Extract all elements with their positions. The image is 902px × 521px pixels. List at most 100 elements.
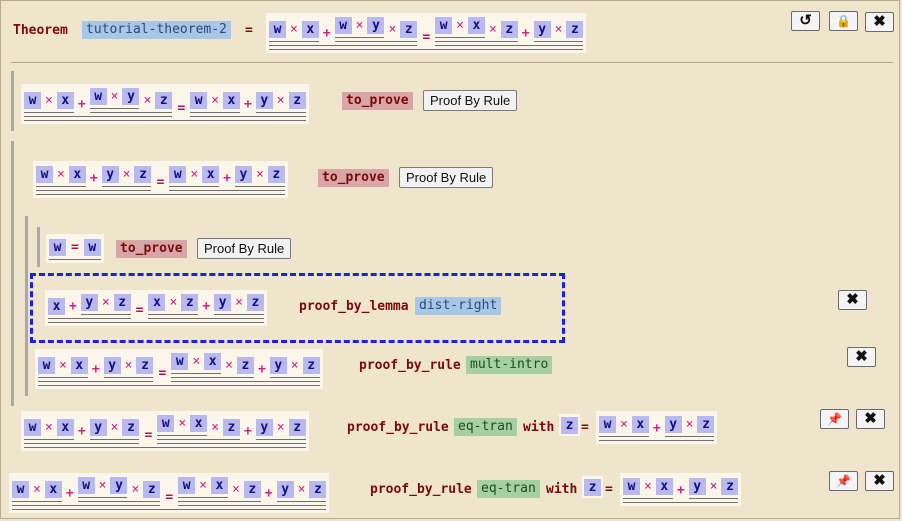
var[interactable]: w bbox=[83, 239, 101, 256]
var[interactable]: x bbox=[190, 415, 208, 432]
pin-icon[interactable]: 📌 bbox=[829, 471, 858, 491]
var[interactable]: x bbox=[148, 294, 166, 311]
var[interactable]: x bbox=[202, 166, 220, 183]
var[interactable]: w bbox=[599, 416, 616, 433]
lemma-name[interactable]: dist-right bbox=[415, 297, 502, 315]
close-icon[interactable]: ✖ bbox=[856, 409, 885, 429]
close-icon[interactable]: ✖ bbox=[847, 347, 876, 367]
var[interactable]: w bbox=[24, 92, 41, 109]
with-var-expression[interactable]: z bbox=[559, 414, 580, 436]
var[interactable]: y bbox=[122, 88, 140, 105]
var[interactable]: y bbox=[80, 294, 98, 311]
var[interactable]: z bbox=[155, 92, 173, 109]
var[interactable]: y bbox=[664, 416, 682, 433]
var[interactable]: w bbox=[12, 481, 29, 498]
var[interactable]: w bbox=[157, 415, 175, 432]
var[interactable]: w bbox=[24, 419, 41, 436]
var[interactable]: x bbox=[48, 298, 65, 315]
proof-by-rule-button[interactable]: Proof By Rule bbox=[423, 90, 518, 111]
var[interactable]: y bbox=[367, 17, 385, 34]
var[interactable]: y bbox=[110, 477, 128, 494]
pin-icon[interactable]: 📌 bbox=[820, 409, 849, 429]
var[interactable]: z bbox=[288, 92, 306, 109]
var[interactable]: x bbox=[70, 357, 88, 374]
var[interactable]: w bbox=[269, 21, 286, 38]
var[interactable]: z bbox=[566, 21, 584, 38]
var[interactable]: x bbox=[655, 478, 673, 495]
var[interactable]: y bbox=[89, 419, 107, 436]
var[interactable]: w bbox=[623, 478, 640, 495]
var[interactable]: z bbox=[561, 417, 578, 434]
proof-by-rule-button[interactable]: Proof By Rule bbox=[399, 167, 494, 188]
var[interactable]: y bbox=[255, 419, 273, 436]
var[interactable]: w bbox=[169, 166, 187, 183]
proof-by-rule-button[interactable]: Proof By Rule bbox=[197, 238, 292, 259]
var[interactable]: x bbox=[68, 166, 86, 183]
var[interactable]: w bbox=[178, 477, 196, 494]
with-var-expression[interactable]: z bbox=[582, 476, 603, 498]
var[interactable]: z bbox=[288, 419, 306, 436]
var[interactable]: y bbox=[276, 481, 294, 498]
var[interactable]: w bbox=[334, 17, 352, 34]
var[interactable]: z bbox=[584, 479, 601, 496]
var[interactable]: z bbox=[134, 166, 152, 183]
close-icon[interactable]: ✖ bbox=[865, 12, 894, 32]
goal-expression-2[interactable]: w×x + y×z = w×x + y×z bbox=[33, 161, 288, 198]
var[interactable]: z bbox=[400, 21, 418, 38]
var[interactable]: y bbox=[688, 478, 706, 495]
var[interactable]: x bbox=[301, 21, 319, 38]
var[interactable]: z bbox=[181, 294, 199, 311]
var[interactable]: x bbox=[210, 477, 228, 494]
rule-name[interactable]: mult-intro bbox=[466, 356, 553, 374]
var[interactable]: z bbox=[500, 21, 518, 38]
var[interactable]: y bbox=[533, 21, 551, 38]
var[interactable]: x bbox=[44, 481, 62, 498]
var[interactable]: y bbox=[234, 166, 252, 183]
var[interactable]: z bbox=[309, 481, 327, 498]
var[interactable]: w bbox=[190, 92, 208, 109]
var[interactable]: z bbox=[246, 294, 264, 311]
with-value-expression[interactable]: w×x + y×z bbox=[620, 473, 742, 506]
var[interactable]: z bbox=[136, 357, 154, 374]
lock-icon[interactable]: 🔒 bbox=[829, 11, 858, 31]
var[interactable]: x bbox=[204, 353, 222, 370]
var[interactable]: z bbox=[243, 481, 261, 498]
var[interactable]: z bbox=[302, 357, 320, 374]
var[interactable]: y bbox=[103, 357, 121, 374]
step-expression-eq-tran-2[interactable]: w×x + w×y×z = w×x×z + y×z bbox=[9, 473, 330, 513]
var[interactable]: z bbox=[113, 294, 131, 311]
rule-name[interactable]: eq-tran bbox=[454, 418, 517, 436]
var[interactable]: z bbox=[122, 419, 140, 436]
var[interactable]: w bbox=[36, 166, 53, 183]
var[interactable]: x bbox=[56, 92, 74, 109]
goal-expression-1[interactable]: w×x + w×y×z = w×x + y×z bbox=[21, 84, 309, 124]
var[interactable]: y bbox=[214, 294, 232, 311]
rule-name[interactable]: eq-tran bbox=[477, 480, 540, 498]
var[interactable]: y bbox=[101, 166, 119, 183]
with-value-expression[interactable]: w×x + y×z bbox=[596, 411, 718, 444]
var[interactable]: x bbox=[467, 17, 485, 34]
var[interactable]: z bbox=[236, 357, 254, 374]
reset-icon[interactable]: ↺ bbox=[791, 11, 820, 31]
lemma-expression[interactable]: x + y×z = x×z + y×z bbox=[45, 290, 267, 326]
var[interactable]: w bbox=[49, 239, 66, 256]
var[interactable]: x bbox=[222, 92, 240, 109]
var[interactable]: w bbox=[435, 17, 453, 34]
var[interactable]: x bbox=[631, 416, 649, 433]
var[interactable]: z bbox=[267, 166, 285, 183]
var[interactable]: w bbox=[77, 477, 95, 494]
var[interactable]: w bbox=[89, 88, 107, 105]
var[interactable]: z bbox=[143, 481, 161, 498]
step-expression-eq-tran-1[interactable]: w×x + y×z = w×x×z + y×z bbox=[21, 411, 309, 451]
var[interactable]: z bbox=[697, 416, 715, 433]
var[interactable]: w bbox=[171, 353, 189, 370]
theorem-expression[interactable]: w×x + w×y×z = w×x×z + y×z bbox=[266, 13, 587, 53]
close-icon[interactable]: ✖ bbox=[838, 290, 867, 310]
var[interactable]: y bbox=[255, 92, 273, 109]
var[interactable]: y bbox=[269, 357, 287, 374]
close-icon[interactable]: ✖ bbox=[865, 471, 894, 491]
step-expression-mult-intro[interactable]: w×x + y×z = w×x×z + y×z bbox=[35, 349, 323, 389]
var[interactable]: z bbox=[222, 419, 240, 436]
var[interactable]: x bbox=[56, 419, 74, 436]
var[interactable]: z bbox=[721, 478, 739, 495]
